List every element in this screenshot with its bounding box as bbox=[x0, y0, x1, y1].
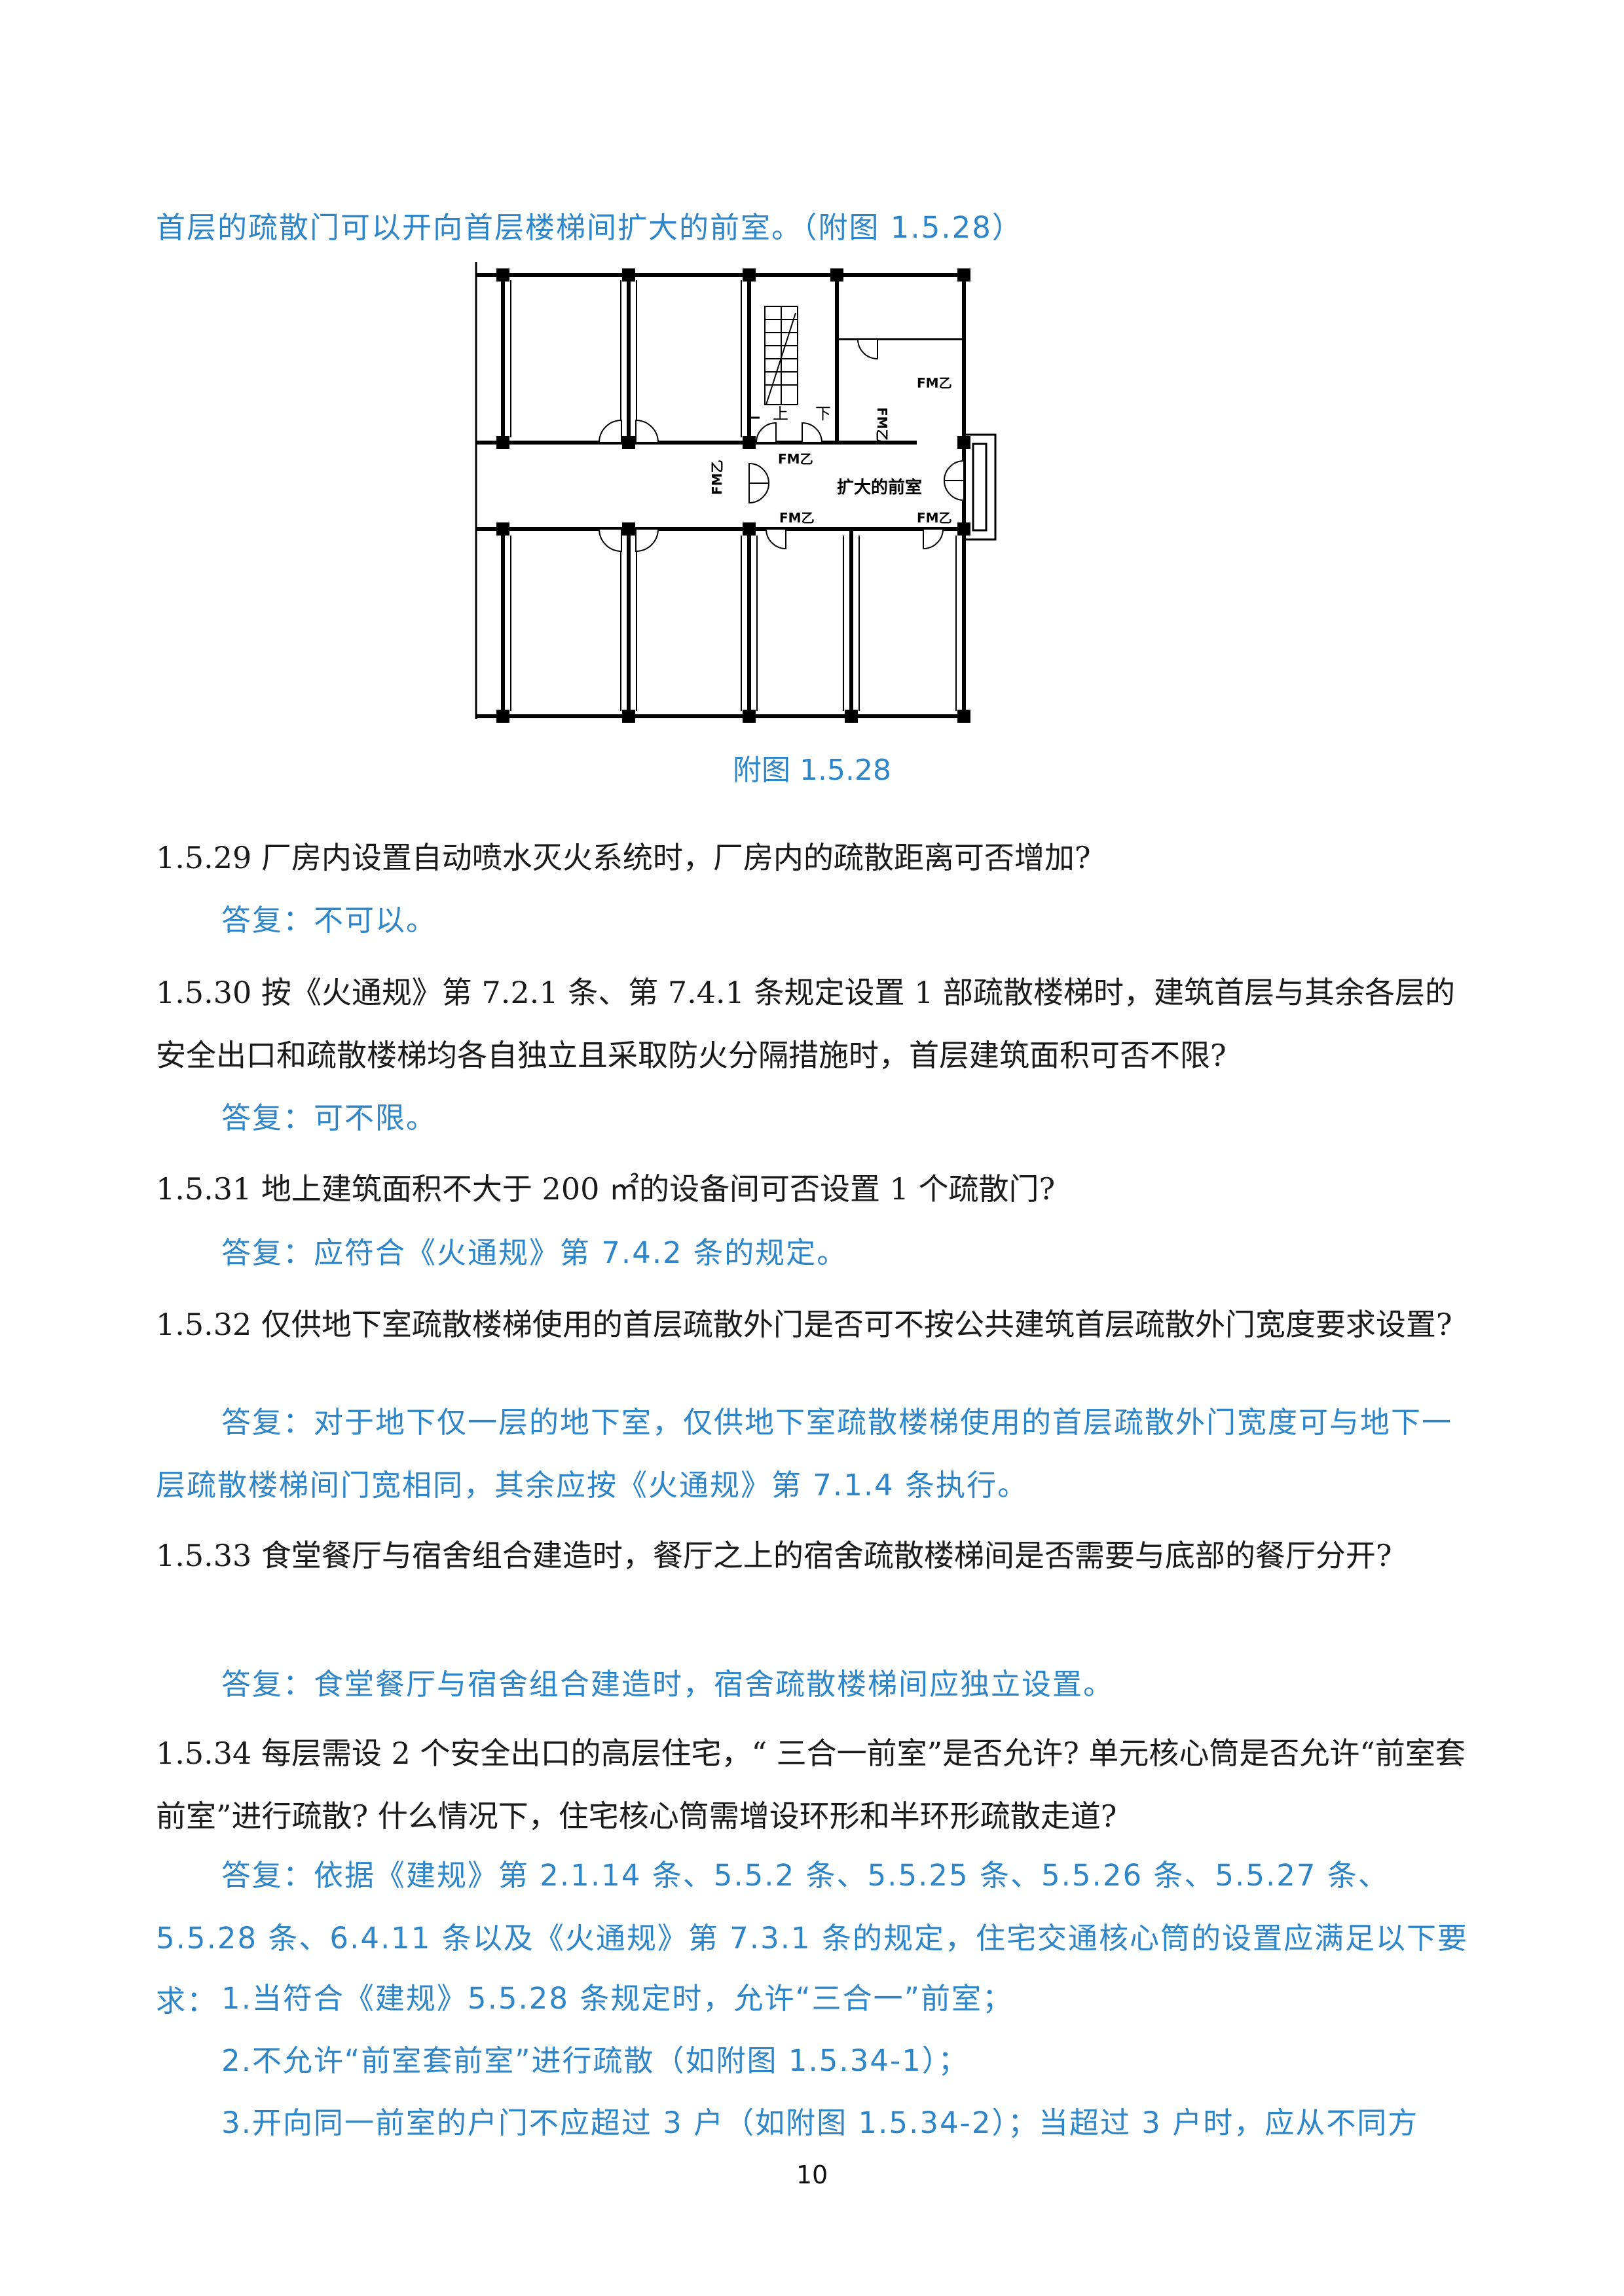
question-1-5-34: 1.5.34 每层需设 2 个安全出口的高层住宅，“ 三合一前室”是否允许? 单… bbox=[156, 1736, 1466, 1834]
page-number: 10 bbox=[796, 2160, 828, 2189]
intro-paragraph: 首层的疏散门可以开向首层楼梯间扩大的前室。（附图 1.5.28） bbox=[156, 210, 1023, 245]
question-1-5-33: 1.5.33 食堂餐厅与宿舍组合建造时，餐厅之上的宿舍疏散楼梯间是否需要与底部的… bbox=[156, 1538, 1392, 1573]
answer-1-5-31: 答复：应符合《火通规》第 7.4.2 条的规定。 bbox=[221, 1235, 848, 1270]
stair-down-label: 下 bbox=[815, 405, 831, 423]
question-1-5-30: 1.5.30 按《火通规》第 7.2.1 条、第 7.4.1 条规定设置 1 部… bbox=[156, 975, 1456, 1073]
door-label: FM乙 bbox=[917, 375, 952, 391]
question-1-5-31: 1.5.31 地上建筑面积不大于 200 ㎡的设备间可否设置 1 个疏散门? bbox=[156, 1171, 1056, 1207]
answer-1-5-32: 答复：对于地下仅一层的地下室，仅供地下室疏散楼梯使用的首层疏散外门宽度可与地下一… bbox=[156, 1405, 1453, 1503]
door-label: FM乙 bbox=[778, 451, 813, 467]
list-item: 3.开向同一前室的户门不应超过 3 户（如附图 1.5.34-2）；当超过 3 … bbox=[221, 2105, 1419, 2140]
list-item: 1.当符合《建规》5.5.28 条规定时，允许“三合一”前室； bbox=[221, 1981, 1013, 2016]
door-label: FM乙 bbox=[917, 510, 952, 526]
anteroom-label: 扩大的前室 bbox=[837, 477, 922, 498]
question-1-5-32: 1.5.32 仅供地下室疏散楼梯使用的首层疏散外门是否可不按公共建筑首层疏散外门… bbox=[156, 1307, 1452, 1342]
answer-1-5-30: 答复：可不限。 bbox=[221, 1101, 437, 1135]
door-label: FM乙 bbox=[779, 510, 815, 526]
question-1-5-29: 1.5.29 厂房内设置自动喷水灭火系统时，厂房内的疏散距离可否增加? bbox=[156, 840, 1091, 875]
list-item: 2.不允许“前室套前室”进行疏散（如附图 1.5.34-1）； bbox=[221, 2043, 969, 2078]
answer-1-5-34: 答复：依据《建规》第 2.1.14 条、5.5.2 条、5.5.25 条、5.5… bbox=[156, 1858, 1468, 2018]
floor-plan-figure: 上 下 FM乙 FM乙 FM乙 FM乙 扩大的前室 FM乙 FM乙 bbox=[475, 262, 997, 723]
figure-caption: 附图 1.5.28 bbox=[733, 754, 891, 787]
stair-up-label: 上 bbox=[773, 405, 788, 423]
answer-1-5-33: 答复：食堂餐厅与宿舍组合建造时，宿舍疏散楼梯间应独立设置。 bbox=[221, 1667, 1115, 1702]
door-label: FM乙 bbox=[709, 460, 725, 495]
door-label: FM乙 bbox=[874, 407, 890, 443]
answer-1-5-29: 答复：不可以。 bbox=[221, 903, 437, 938]
